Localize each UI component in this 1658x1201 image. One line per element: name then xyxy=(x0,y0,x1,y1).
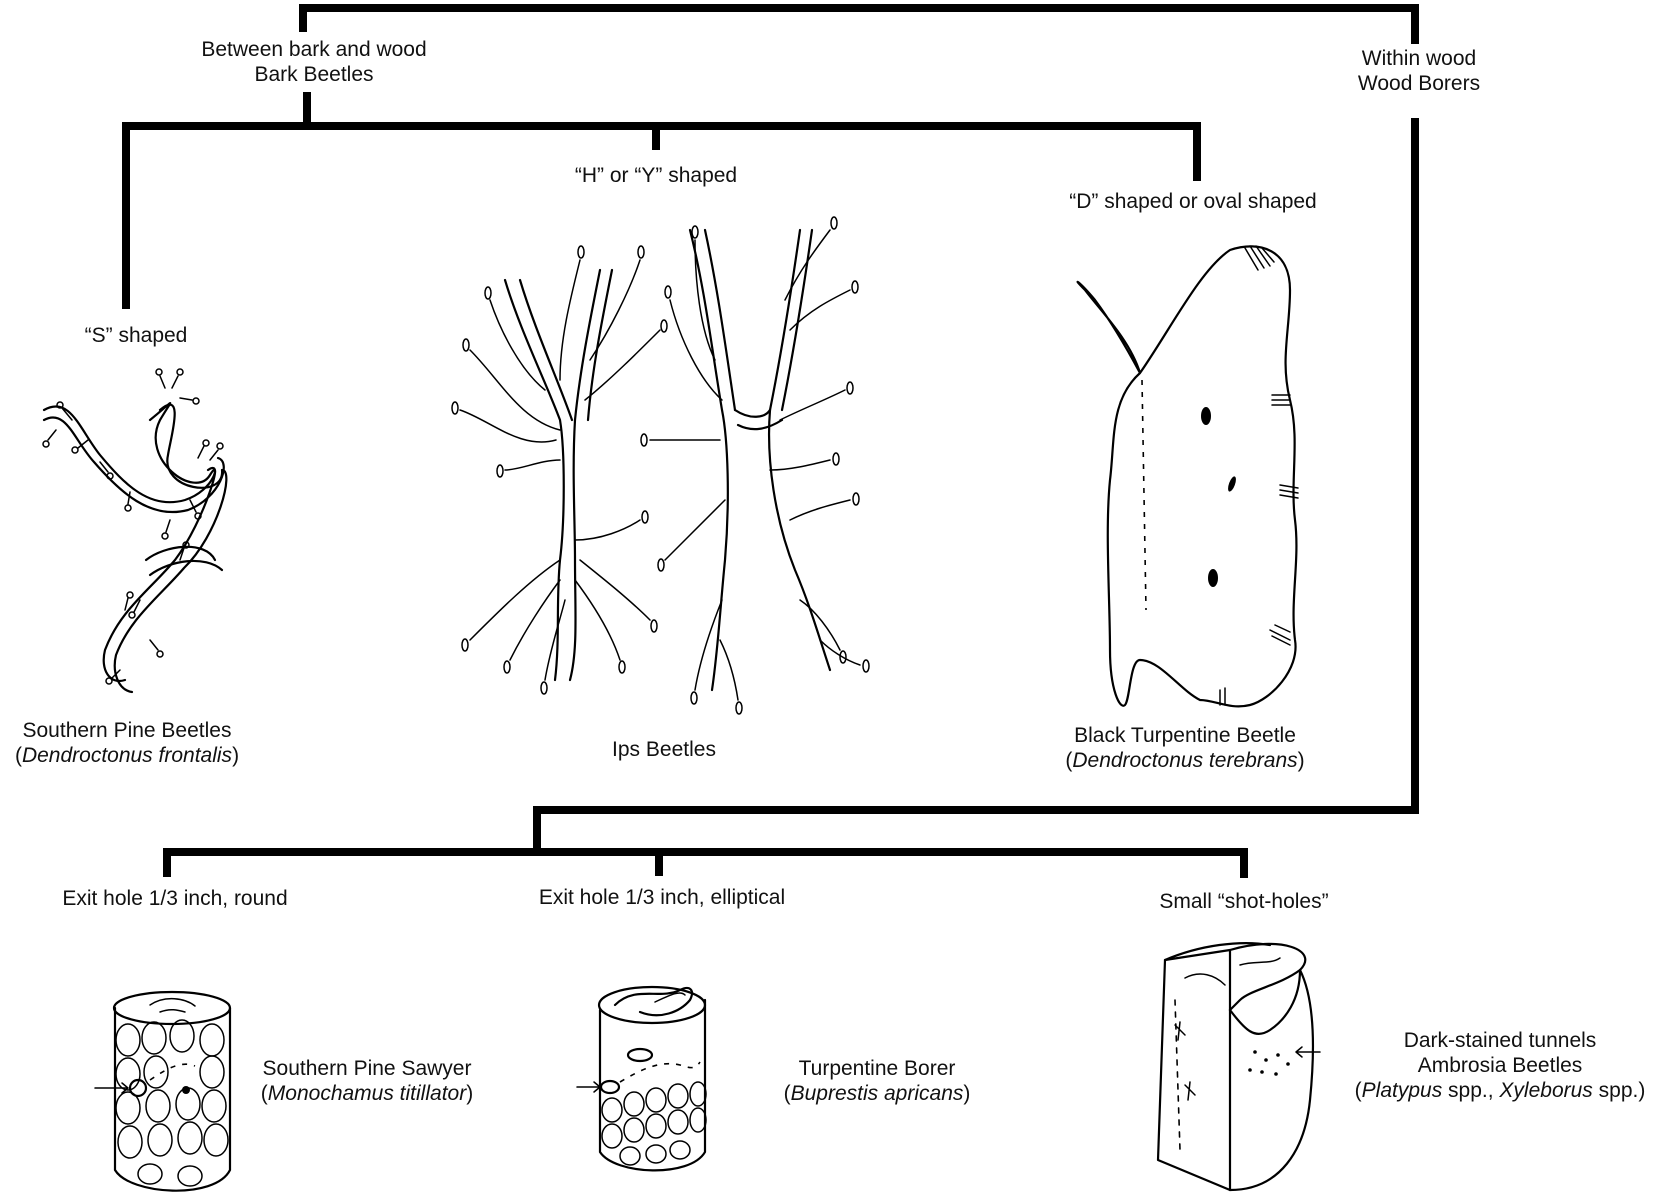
southern-pine-sawyer-scientific: (Monochamus titillator) xyxy=(261,1081,473,1106)
ambrosia-beetle-name: Ambrosia Beetles xyxy=(1355,1053,1646,1078)
shot-holes-log-illustration xyxy=(1158,943,1320,1190)
southern-pine-sawyer-name: Southern Pine Sawyer xyxy=(261,1056,473,1081)
wood-borers-branch-label: Within wood Wood Borers xyxy=(1358,46,1480,96)
ips-beetle-caption: Ips Beetles xyxy=(612,737,716,762)
shot-holes-label: Small “shot-holes” xyxy=(1159,889,1328,914)
round-exit-hole-label: Exit hole 1/3 inch, round xyxy=(62,886,287,911)
black-turpentine-beetle-caption: Black Turpentine Beetle (Dendroctonus te… xyxy=(1065,723,1304,773)
ambrosia-beetle-caption: Dark-stained tunnels Ambrosia Beetles (P… xyxy=(1355,1028,1646,1103)
black-turpentine-beetle-name: Black Turpentine Beetle xyxy=(1065,723,1304,748)
wood-borers-title: Wood Borers xyxy=(1358,71,1480,96)
turpentine-borer-caption: Turpentine Borer (Buprestis apricans) xyxy=(784,1056,971,1106)
wood-borers-location: Within wood xyxy=(1358,46,1480,71)
black-turpentine-beetle-scientific: (Dendroctonus terebrans) xyxy=(1065,748,1304,773)
s-shaped-gallery-illustration xyxy=(43,369,226,692)
ambrosia-tunnels-note: Dark-stained tunnels xyxy=(1355,1028,1646,1053)
s-shape-label: “S” shaped xyxy=(85,323,188,348)
southern-pine-beetle-name: Southern Pine Beetles xyxy=(15,718,239,743)
d-shape-label: “D” shaped or oval shaped xyxy=(1069,189,1316,214)
d-shaped-gallery-illustration xyxy=(1078,246,1298,706)
bark-beetles-location: Between bark and wood xyxy=(201,37,426,62)
bark-beetles-branch-label: Between bark and wood Bark Beetles xyxy=(201,37,426,87)
bark-beetles-title: Bark Beetles xyxy=(201,62,426,87)
southern-pine-beetle-scientific: (Dendroctonus frontalis) xyxy=(15,743,239,768)
elliptical-exit-hole-label: Exit hole 1/3 inch, elliptical xyxy=(539,885,785,910)
ambrosia-beetle-scientific: (Platypus spp., Xyleborus spp.) xyxy=(1355,1078,1646,1103)
turpentine-borer-name: Turpentine Borer xyxy=(784,1056,971,1081)
elliptical-exit-hole-log-illustration xyxy=(577,987,706,1170)
southern-pine-beetle-caption: Southern Pine Beetles (Dendroctonus fron… xyxy=(15,718,239,768)
hy-shape-label: “H” or “Y” shaped xyxy=(575,163,737,188)
round-exit-hole-log-illustration xyxy=(95,992,230,1191)
turpentine-borer-scientific: (Buprestis apricans) xyxy=(784,1081,971,1106)
southern-pine-sawyer-caption: Southern Pine Sawyer (Monochamus titilla… xyxy=(261,1056,473,1106)
hy-shaped-gallery-illustration xyxy=(452,217,869,714)
